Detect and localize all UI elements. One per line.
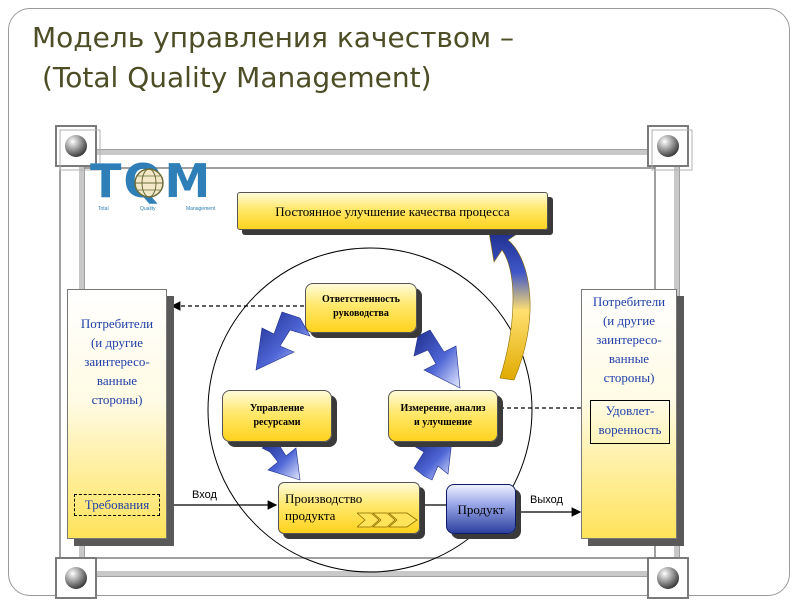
production-line-1: Производство: [285, 491, 363, 506]
measurement-line-1: Измерение, анализ: [400, 403, 486, 414]
output-label: Выход: [530, 494, 563, 506]
globe-emblem-icon: [134, 168, 164, 198]
resources-line-2: ресурсами: [253, 417, 301, 428]
measurement-box: Измерение, анализ и улучшение: [388, 390, 498, 442]
responsibility-box: Ответственность руководства: [305, 283, 417, 333]
tqm-logo: TQM Total Quality Management: [90, 158, 230, 218]
corner-post-br: [647, 557, 689, 599]
cycle-arrow-to-responsibility: [255, 311, 311, 371]
cycle-arrow-from-resources: [261, 439, 301, 481]
right-panel-line-3: заинтересо-: [596, 332, 662, 347]
resources-line-1: Управление: [249, 403, 305, 414]
right-panel-line-1: Потребители: [592, 294, 666, 309]
title-line-1: Модель управления качеством –: [32, 21, 515, 54]
improvement-arrow: [487, 225, 531, 381]
cycle-arrow-from-measurement: [413, 329, 461, 389]
left-stakeholders-panel: Потребители (и другие заинтересо- ванные…: [67, 289, 167, 539]
measurement-line-2: и улучшение: [413, 417, 473, 428]
production-box: Производство продукта: [278, 482, 420, 534]
left-panel-line-5: стороны): [91, 392, 143, 407]
continuous-improvement-box: Постоянное улучшение качества процесса: [237, 192, 548, 230]
left-panel-line-4: ванные: [96, 373, 138, 388]
corner-post-tr: [647, 125, 693, 171]
requirements-label: Требования: [74, 494, 160, 516]
logo-caption-management: Management: [186, 206, 216, 212]
left-panel-line-1: Потребители: [80, 316, 154, 331]
right-panel-line-5: стороны): [603, 370, 655, 385]
right-panel-line-4: ванные: [608, 351, 650, 366]
left-panel-line-2: (и другие: [90, 335, 144, 350]
logo-caption-total: Total: [98, 206, 109, 212]
cycle-arrow-to-measurement: [413, 439, 453, 481]
left-panel-line-3: заинтересо-: [84, 354, 150, 369]
cycle-circle: [207, 247, 533, 573]
responsibility-line-1: Ответственность: [322, 294, 400, 305]
chevron-arrows-icon: [357, 512, 418, 528]
right-panel-line-2: (и другие: [602, 313, 656, 328]
logo-caption-quality: Quality: [140, 206, 156, 212]
title-line-2: (Total Quality Management): [42, 61, 432, 94]
slide-title: Модель управления качеством – (Total Qua…: [32, 18, 514, 98]
continuous-improvement-label: Постоянное улучшение качества процесса: [275, 204, 510, 219]
resources-box: Управление ресурсами: [222, 390, 332, 442]
product-label: Продукт: [457, 502, 505, 517]
product-box: Продукт: [446, 484, 516, 534]
production-line-2: продукта: [285, 508, 336, 523]
satisfaction-line-2: воренность: [598, 422, 662, 437]
satisfaction-box: Удовлет- воренность: [590, 400, 670, 444]
satisfaction-line-1: Удовлет-: [605, 403, 655, 418]
corner-post-tl: [55, 125, 101, 171]
right-stakeholders-panel: Потребители (и другие заинтересо- ванные…: [581, 289, 677, 539]
corner-post-bl: [55, 557, 97, 599]
input-label: Вход: [192, 489, 217, 501]
responsibility-line-2: руководства: [333, 308, 389, 319]
